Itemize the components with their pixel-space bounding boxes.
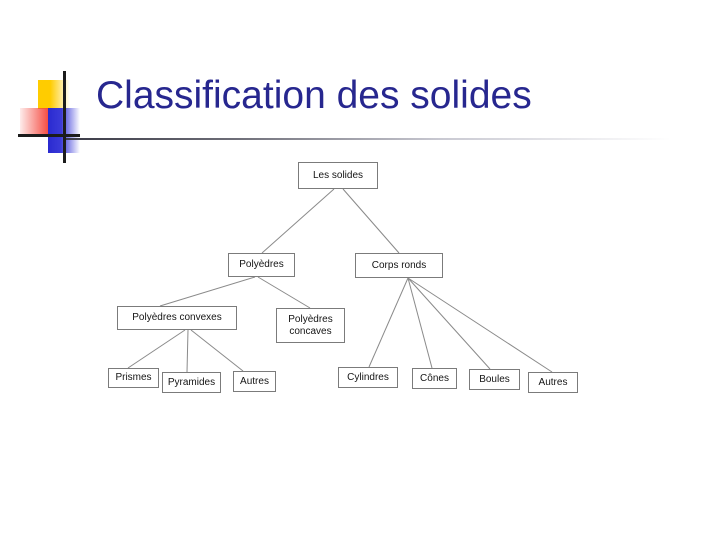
tree-node-root: Les solides	[298, 162, 378, 189]
tree-edge-root-to-ronds	[342, 188, 400, 254]
tree-node-boules: Boules	[469, 369, 520, 390]
tree-node-pyramides: Pyramides	[162, 372, 221, 393]
page-title: Classification des solides	[96, 74, 532, 117]
tree-node-prismes: Prismes	[108, 368, 159, 388]
tree-node-cylindres: Cylindres	[338, 367, 398, 388]
tree-edge-ronds-to-cones	[407, 277, 433, 369]
tree-edge-poly-to-concaves	[257, 276, 311, 309]
vertical-rule-icon	[63, 71, 66, 163]
tree-edge-convexes-to-pyramides	[186, 329, 189, 373]
tree-edge-convexes-to-prismes	[127, 329, 186, 369]
tree-node-autres2: Autres	[528, 372, 578, 393]
tree-edge-ronds-to-cylindres	[368, 277, 409, 368]
horizontal-rule-icon	[18, 134, 80, 137]
tree-edge-ronds-to-autres2	[407, 277, 553, 373]
title-underline-divider	[66, 138, 671, 140]
tree-node-convexes: Polyèdres convexes	[117, 306, 237, 330]
tree-node-poly: Polyèdres	[228, 253, 295, 277]
tree-edge-ronds-to-boules	[407, 277, 491, 370]
tree-node-concaves: Polyèdres concaves	[276, 308, 345, 343]
tree-node-autres1: Autres	[233, 371, 276, 392]
tree-edge-convexes-to-autres1	[190, 329, 244, 372]
tree-node-cones: Cônes	[412, 368, 457, 389]
tree-edge-poly-to-convexes	[159, 276, 256, 307]
tree-edge-root-to-poly	[261, 188, 335, 254]
design-mark-logo	[18, 66, 88, 163]
tree-node-ronds: Corps ronds	[355, 253, 443, 278]
